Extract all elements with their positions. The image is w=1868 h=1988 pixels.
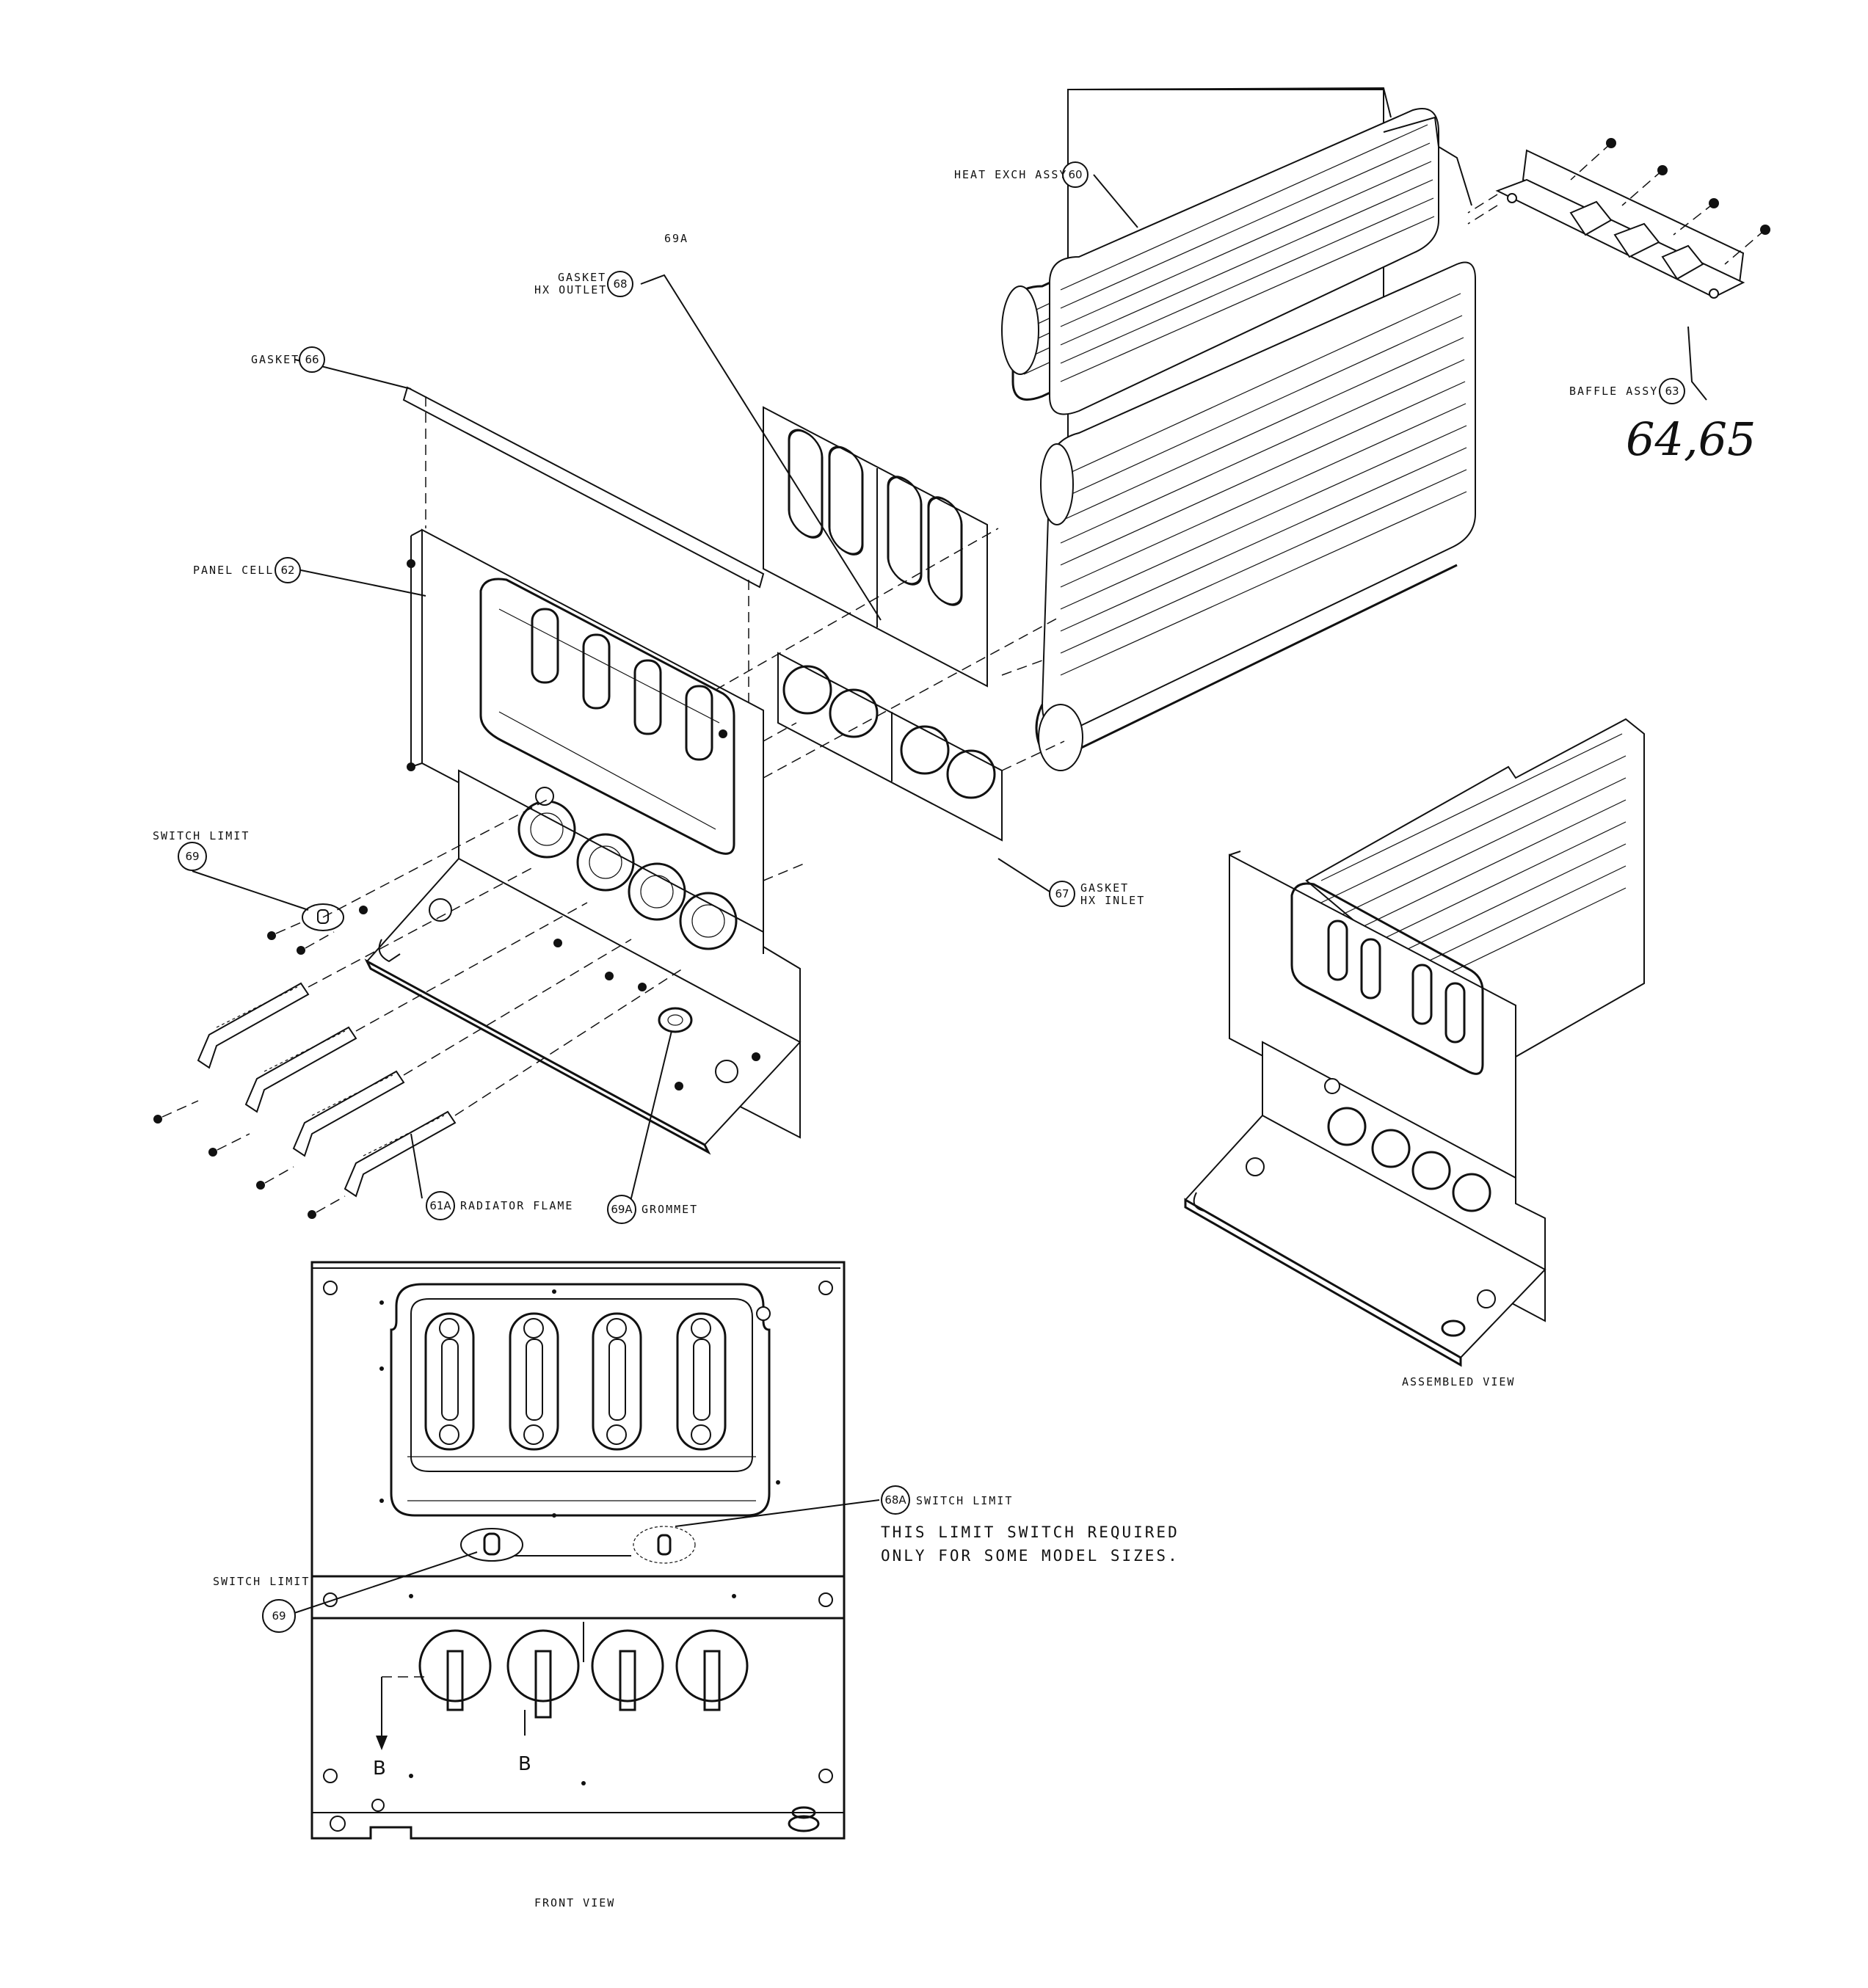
label-gasket: GASKET xyxy=(251,353,299,366)
callout-62: 62 xyxy=(280,564,294,577)
part-labels: HEAT EXCH ASSY 69A GASKET HX OUTLET GASK… xyxy=(153,168,1756,1909)
section-mark-b-left: B xyxy=(373,1758,386,1780)
callout-bubbles: 60 68 66 62 69 63 67 61A 69A 68A 69 xyxy=(178,161,1685,1633)
label-heat-exch: HEAT EXCH ASSY xyxy=(954,168,1067,181)
section-mark-b-right: B xyxy=(518,1753,531,1775)
label-radiator-flame: RADIATOR FLAME xyxy=(460,1199,573,1212)
label-switch-limit-68a: SWITCH LIMIT xyxy=(916,1494,1013,1507)
callout-63: 63 xyxy=(1665,385,1679,398)
note-line-1: THIS LIMIT SWITCH REQUIRED xyxy=(881,1523,1180,1541)
panel-cell-drawing xyxy=(359,528,1061,1155)
callout-66: 66 xyxy=(305,353,319,366)
label-front-view: FRONT VIEW xyxy=(534,1896,615,1909)
label-gasket-inlet-1: GASKET xyxy=(1080,881,1129,895)
assembled-view-drawing xyxy=(1184,718,1645,1367)
label-panel-cell: PANEL CELL xyxy=(193,564,274,577)
note-line-2: ONLY FOR SOME MODEL SIZES. xyxy=(881,1547,1180,1565)
label-assembled-view: ASSEMBLED VIEW xyxy=(1402,1375,1515,1388)
callout-60: 60 xyxy=(1068,168,1082,181)
callout-69a: 69A xyxy=(611,1203,633,1216)
callout-69-front: 69 xyxy=(272,1609,286,1623)
callout-61a: 61A xyxy=(429,1199,451,1212)
baffle-drawing xyxy=(1467,138,1770,299)
callout-67: 67 xyxy=(1055,887,1069,900)
gasket-hx-outlet-drawing xyxy=(763,406,988,688)
callout-69-top: 69 xyxy=(185,850,199,863)
label-gasket-outlet-2: HX OUTLET xyxy=(534,283,607,296)
label-switch-limit-front: SWITCH LIMIT xyxy=(213,1575,310,1588)
label-switch-limit-top: SWITCH LIMIT xyxy=(153,829,250,842)
label-baffle: BAFFLE ASSY xyxy=(1569,385,1658,398)
leader-lines xyxy=(192,174,1707,1615)
callout-68: 68 xyxy=(613,277,627,291)
heat-exchanger-drawing xyxy=(1001,87,1476,771)
callout-68a: 68A xyxy=(884,1493,906,1507)
label-gasket-outlet-1: GASKET xyxy=(558,271,606,284)
label-gasket-inlet-2: HX INLET xyxy=(1080,894,1145,907)
radiator-flame-drawing xyxy=(153,865,683,1219)
front-view-drawing xyxy=(310,1261,846,1840)
label-grommet: GROMMET xyxy=(642,1203,698,1216)
label-loose-69a: 69A xyxy=(664,232,688,245)
switch-limit-exploded-drawing xyxy=(267,799,548,955)
handwritten-note: 64,65 xyxy=(1626,412,1756,466)
gasket-hx-inlet-drawing xyxy=(777,652,1065,842)
